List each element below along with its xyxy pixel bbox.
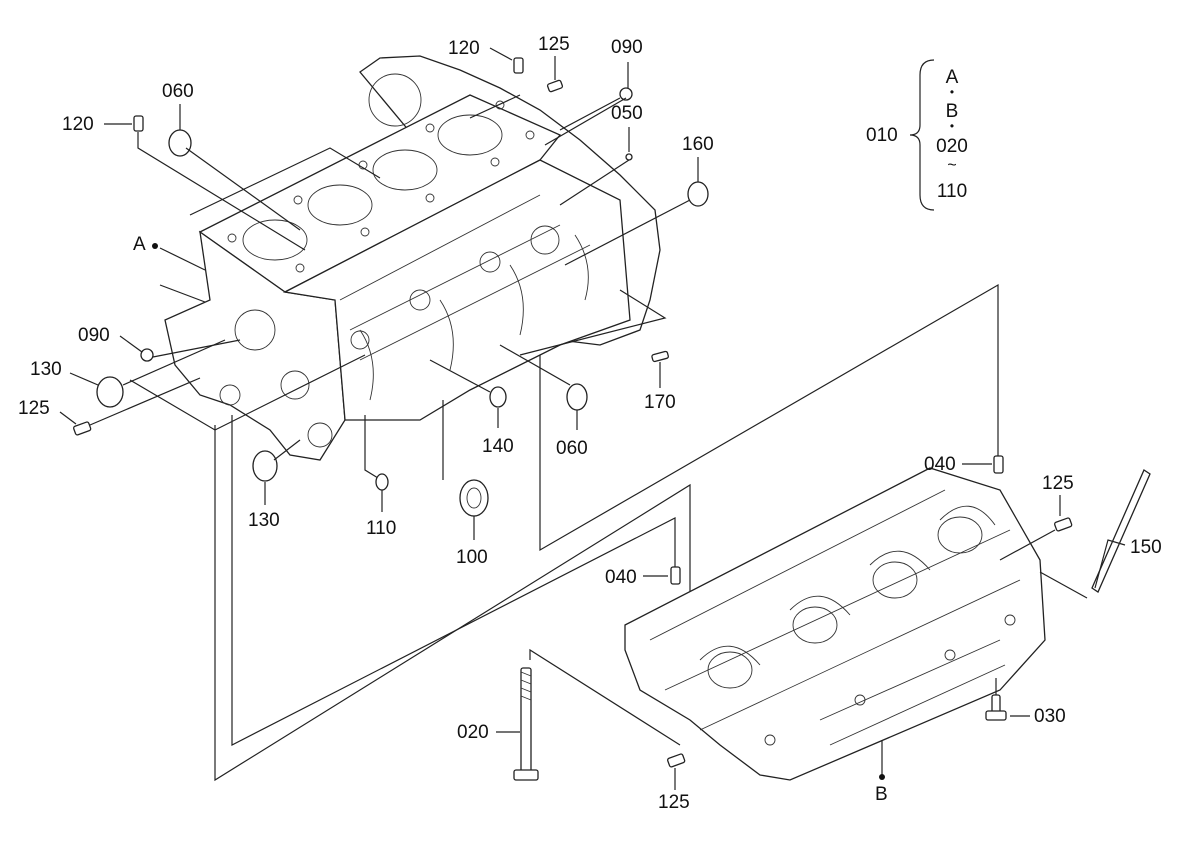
label-020: 020 [457,722,489,743]
group-item-B: B [945,101,959,122]
label-110: 110 [366,518,397,539]
label-010: 010 [866,125,898,146]
label-125-right: 125 [1042,473,1074,494]
label-140: 140 [482,436,514,457]
label-030: 030 [1034,706,1066,727]
label-090-left: 090 [78,325,110,346]
connection-lines [214,283,999,782]
label-090-top: 090 [611,37,643,58]
label-130-left: 130 [30,359,62,380]
label-040-right: 040 [924,454,956,475]
label-125-bottom: 125 [658,792,690,813]
label-120-top: 120 [448,38,480,59]
leader-lines [59,47,1126,790]
label-125-top: 125 [538,34,570,55]
label-170: 170 [644,392,676,413]
label-060-mid: 060 [556,438,588,459]
label-040-left: 040 [605,567,637,588]
group-item-020: 020 [936,136,968,157]
label-050: 050 [611,103,643,124]
small-parts [73,57,1151,781]
group-sep-2: • [949,119,955,133]
group-bracket [909,59,935,211]
group-sep-1: • [949,85,955,99]
label-125-left: 125 [18,398,50,419]
label-120-left: 120 [62,114,94,135]
label-150: 150 [1130,537,1162,558]
group-item-A: A [945,67,959,88]
label-ref-A: A [133,234,146,255]
label-ref-B: B [875,784,888,805]
label-100: 100 [456,547,488,568]
label-160: 160 [682,134,714,155]
group-range: ~ [947,157,957,174]
bearing-case [624,467,1046,781]
cylinder-block [164,55,661,461]
label-130-bottom: 130 [248,510,280,531]
group-item-110: 110 [936,181,968,202]
label-060-top: 060 [162,81,194,102]
